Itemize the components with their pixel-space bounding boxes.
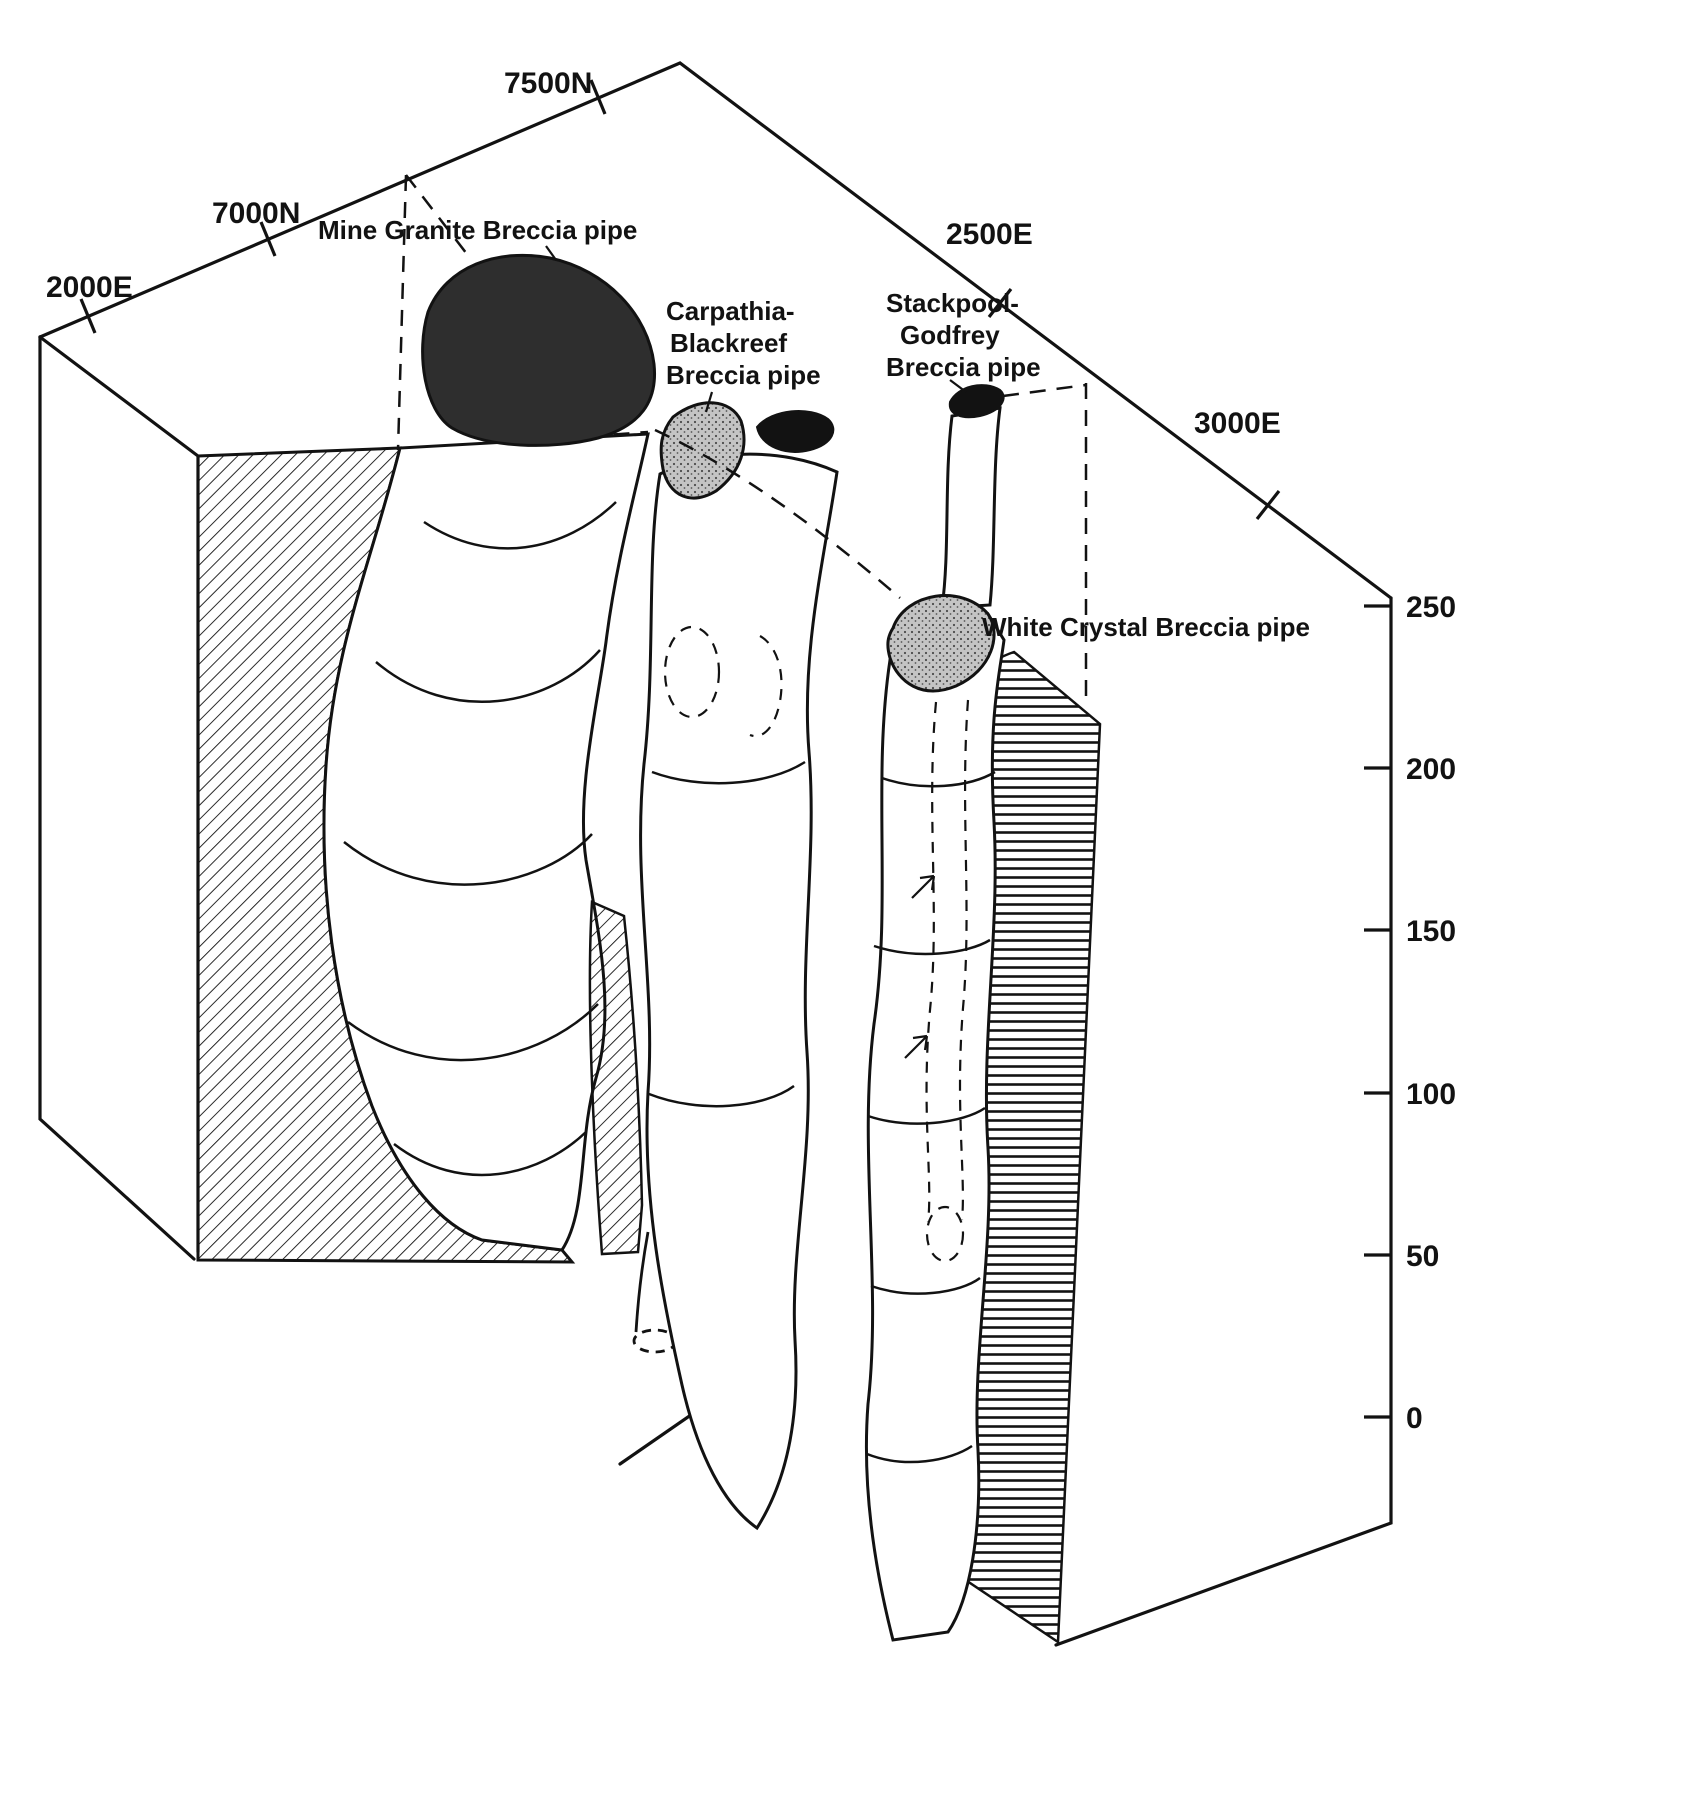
arrow-up-icon bbox=[904, 1034, 929, 1059]
tube-left-edge bbox=[634, 1231, 650, 1333]
mine-granite-pipe-body bbox=[322, 432, 650, 1252]
tick-7000n bbox=[259, 221, 277, 257]
stackpool-neck-body bbox=[940, 406, 1002, 610]
label-stackpool-line1: Stackpool- bbox=[886, 288, 1019, 318]
contour-line bbox=[347, 1003, 599, 1062]
tick-7500n bbox=[589, 79, 607, 115]
tick-2000e bbox=[79, 298, 97, 334]
dashed-cutline-to-white-crystal bbox=[654, 428, 901, 599]
dashed-mine-top bbox=[405, 174, 471, 259]
axis-label-50: 50 bbox=[1406, 1240, 1439, 1273]
label-carpathia-line2: Blackreef bbox=[670, 328, 787, 358]
conduit-arrows bbox=[904, 874, 936, 1059]
leader-line bbox=[545, 245, 557, 261]
divider-line bbox=[651, 760, 806, 785]
stackpool-dividers bbox=[866, 770, 996, 1464]
conduit-right-dashed bbox=[958, 699, 970, 1221]
leader-line bbox=[704, 391, 714, 413]
white-crystal-outcrop bbox=[886, 594, 996, 693]
label-mine-granite: Mine Granite Breccia pipe bbox=[318, 215, 637, 245]
carpathia-details bbox=[648, 625, 806, 1108]
axis-label-150: 150 bbox=[1406, 915, 1456, 948]
axis-label-200: 200 bbox=[1406, 753, 1456, 786]
elevation-axis-ticks bbox=[1364, 604, 1392, 1419]
label-white-crystal: White Crystal Breccia pipe bbox=[982, 612, 1310, 642]
stackpool-pipe-body bbox=[864, 612, 1006, 1642]
stackpool-pipe-neck bbox=[940, 406, 1002, 610]
divider-line bbox=[873, 938, 991, 956]
axis-label-100: 100 bbox=[1406, 1078, 1456, 1111]
conduit-left-dashed bbox=[925, 701, 938, 1223]
grid-label-7500n: 7500N bbox=[504, 67, 592, 100]
divider-line bbox=[648, 1084, 795, 1108]
dashed-stackpool-to-edge bbox=[1002, 383, 1087, 398]
label-stackpool-line2: Godfrey bbox=[900, 320, 1000, 350]
right-edges bbox=[1054, 596, 1393, 1647]
conduit-bottom-ellipse bbox=[925, 1205, 965, 1263]
divider-line bbox=[866, 1444, 973, 1464]
mine-granite-contours bbox=[343, 501, 617, 1177]
label-leaders bbox=[545, 245, 967, 413]
contour-line bbox=[375, 649, 601, 703]
contour-line bbox=[343, 833, 593, 886]
grid-label-3000e: 3000E bbox=[1194, 407, 1281, 440]
divider-line bbox=[867, 1106, 986, 1125]
label-carpathia-line1: Carpathia- bbox=[666, 296, 795, 326]
stackpool-interior-conduit bbox=[925, 699, 970, 1263]
dashed-mine-left bbox=[396, 174, 408, 451]
tick-2500e bbox=[987, 288, 1013, 318]
stackpool-godfrey-outcrop bbox=[948, 384, 1005, 419]
carpathia-pipe-body bbox=[639, 452, 839, 1531]
tick-3000e bbox=[1255, 490, 1281, 520]
mine-granite-outcrop bbox=[421, 253, 657, 447]
leader-line bbox=[949, 379, 967, 393]
grid-ticks bbox=[79, 79, 1281, 520]
grid-label-2500e: 2500E bbox=[946, 218, 1033, 251]
arrow-up-icon bbox=[911, 874, 936, 899]
carpathia-black-outcrop bbox=[755, 410, 835, 453]
carpathia-blackreef-outcrop bbox=[659, 401, 746, 500]
middle-cut-wall-sliver bbox=[588, 900, 644, 1256]
hidden-lens-dashed bbox=[663, 625, 721, 719]
divider-line bbox=[881, 770, 996, 788]
divider-line bbox=[870, 1276, 981, 1295]
left-outer-edges bbox=[38, 335, 196, 1261]
label-stackpool-line3: Breccia pipe bbox=[886, 352, 1041, 382]
top-back-edges bbox=[38, 61, 1393, 600]
contour-line bbox=[393, 1131, 587, 1177]
grid-label-7000n: 7000N bbox=[212, 197, 300, 230]
axis-label-250: 250 bbox=[1406, 591, 1456, 624]
contour-line bbox=[423, 501, 617, 550]
grid-label-2000e: 2000E bbox=[46, 271, 133, 304]
axis-label-0: 0 bbox=[1406, 1402, 1423, 1435]
label-carpathia-line3: Breccia pipe bbox=[666, 360, 821, 390]
